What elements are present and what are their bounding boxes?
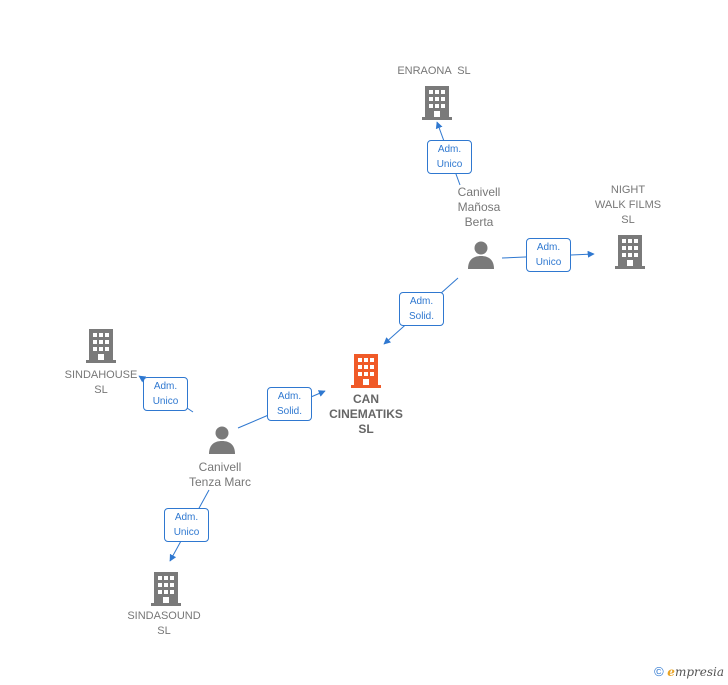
brand-logo[interactable]: empresia xyxy=(667,665,724,679)
person-name-line: Mañosa xyxy=(457,200,501,214)
role-line: Unico xyxy=(152,396,179,407)
role-line: Solid. xyxy=(276,406,302,417)
node-label-sindahouse[interactable]: SINDAHOUSE SL xyxy=(51,368,151,398)
company-name-line: SINDASOUND xyxy=(127,610,201,622)
node-label-can-cinematiks[interactable]: CAN CINEMATIKS SL xyxy=(316,392,416,437)
person-icon[interactable] xyxy=(207,425,237,455)
company-name-line: SL xyxy=(157,625,171,637)
footer-credit: © empresia xyxy=(654,664,724,679)
building-icon[interactable] xyxy=(421,84,453,120)
role-line: Adm. xyxy=(153,381,178,392)
role-line: Unico xyxy=(173,527,200,538)
person-name-line: Canivell xyxy=(198,460,242,474)
role-badge-marc-sindahouse: Adm. Unico xyxy=(143,377,188,411)
role-line: Solid. xyxy=(408,311,434,322)
role-badge-berta-cancinematiks: Adm. Solid. xyxy=(399,292,444,326)
copyright-symbol: © xyxy=(654,664,664,679)
company-name-line: CINEMATIKS xyxy=(329,407,403,421)
person-name-line: Canivell xyxy=(457,185,501,199)
building-icon[interactable] xyxy=(350,352,382,388)
role-line: Adm. xyxy=(437,144,462,155)
role-badge-berta-nightwalk: Adm. Unico xyxy=(526,238,571,272)
person-name-line: Berta xyxy=(464,215,494,229)
role-line: Adm. xyxy=(174,512,199,523)
node-label-canivell-berta[interactable]: Canivell Mañosa Berta xyxy=(429,185,529,230)
company-name-line: SL xyxy=(94,384,108,396)
role-line: Adm. xyxy=(277,391,302,402)
building-icon[interactable] xyxy=(150,570,182,606)
node-label-night-walk[interactable]: NIGHT WALK FILMS SL xyxy=(578,183,678,228)
company-name-line: NIGHT xyxy=(610,184,646,196)
company-name: ENRAONA SL xyxy=(397,65,471,77)
role-line: Adm. xyxy=(536,242,561,253)
person-icon[interactable] xyxy=(466,240,496,270)
company-name-line: WALK FILMS xyxy=(594,199,662,211)
role-line: Adm. xyxy=(409,296,434,307)
node-label-sindasound[interactable]: SINDASOUND SL xyxy=(114,609,214,639)
person-name-line: Tenza Marc xyxy=(188,475,252,489)
node-label-enraona[interactable]: ENRAONA SL xyxy=(384,64,484,79)
node-label-canivell-marc[interactable]: Canivell Tenza Marc xyxy=(170,460,270,490)
company-name-line: SL xyxy=(358,422,374,436)
building-icon[interactable] xyxy=(614,233,646,269)
company-name-line: CAN xyxy=(353,392,379,406)
company-name-line: SINDAHOUSE xyxy=(64,369,138,381)
brand-initial: e xyxy=(667,665,675,679)
role-badge-marc-sindasound: Adm. Unico xyxy=(164,508,209,542)
company-name-line: SL xyxy=(621,214,635,226)
role-badge-berta-enraona: Adm. Unico xyxy=(427,140,472,174)
brand-rest: mpresia xyxy=(674,665,724,679)
role-line: Unico xyxy=(535,257,562,268)
role-badge-marc-cancinematiks: Adm. Solid. xyxy=(267,387,312,421)
role-line: Unico xyxy=(436,159,463,170)
building-icon[interactable] xyxy=(85,327,117,363)
